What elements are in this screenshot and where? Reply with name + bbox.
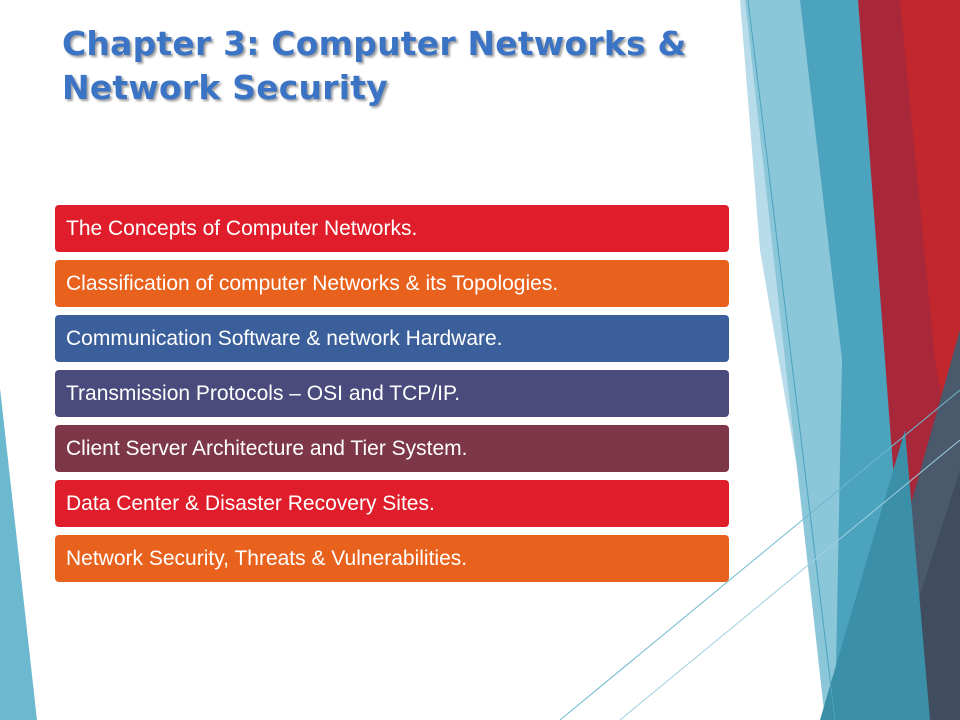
topic-item-text: Network Security, Threats & Vulnerabilit… (66, 547, 468, 570)
topic-item-7: Network Security, Threats & Vulnerabilit… (55, 535, 729, 582)
topic-item-text: Classification of computer Networks & it… (66, 272, 559, 295)
topic-item-5: Client Server Architecture and Tier Syst… (55, 425, 729, 472)
thin-line-1 (747, 0, 836, 720)
topic-list: The Concepts of Computer Networks. Class… (55, 205, 729, 590)
thin-line-2 (559, 389, 960, 720)
topic-item-3: Communication Software & network Hardwar… (55, 315, 729, 362)
topic-item-1: The Concepts of Computer Networks. (55, 205, 729, 252)
topic-item-text: Communication Software & network Hardwar… (66, 327, 503, 350)
topic-item-6: Data Center & Disaster Recovery Sites. (55, 480, 729, 527)
left-accent-strip (0, 388, 37, 720)
topic-item-text: Data Center & Disaster Recovery Sites. (66, 492, 435, 515)
right-facet-red (900, 0, 960, 500)
thin-line-3 (619, 439, 960, 720)
slide-title: Chapter 3: Computer Networks & Network S… (62, 22, 742, 110)
topic-item-4: Transmission Protocols – OSI and TCP/IP. (55, 370, 729, 417)
title-line-1: Chapter 3: Computer Networks & (62, 24, 687, 63)
topic-item-text: Client Server Architecture and Tier Syst… (66, 437, 468, 460)
right-facet-teal-low (820, 430, 930, 720)
title-line-2: Network Security (62, 68, 388, 107)
topic-item-text: Transmission Protocols – OSI and TCP/IP. (66, 382, 461, 405)
topic-item-2: Classification of computer Networks & it… (55, 260, 729, 307)
topic-item-text: The Concepts of Computer Networks. (66, 217, 418, 240)
